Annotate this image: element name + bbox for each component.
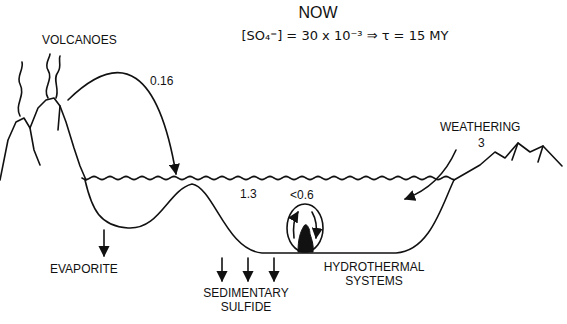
volcanic-flux-arrow [68, 73, 176, 174]
flux-number: 1.3 [240, 187, 257, 201]
source-label: VOLCANOES [42, 33, 117, 47]
sea-surface [82, 176, 454, 179]
volcano-ridge [30, 128, 40, 165]
sulfide-arrow [221, 258, 223, 281]
sink-label: HYDROTHERMAL SYSTEMS [318, 260, 430, 289]
volcano-smoke [46, 54, 50, 98]
flux-number: 0.16 [150, 74, 173, 88]
diagram-title: NOW [298, 3, 337, 22]
volcano-smoke [18, 62, 22, 116]
sink-label: SEDIMENTARY SULFIDE [194, 286, 298, 315]
hydrothermal-plume [298, 225, 313, 252]
hydrothermal-oval [287, 204, 323, 252]
volcano-outline [0, 98, 86, 180]
volcano-smoke [56, 56, 60, 98]
flux-number: 3 [478, 136, 485, 150]
hydrothermal-arrow [312, 212, 317, 238]
evaporite-arrow [103, 230, 105, 256]
volcano-ridge [58, 106, 60, 130]
weathering-flux-arrow [405, 150, 456, 199]
sulfide-arrow [247, 258, 249, 281]
concentration-formula: [SO₄⁼] = 30 x 10⁻³ ⇒ τ = 15 MY [242, 28, 449, 44]
mountain-ridge [512, 143, 543, 162]
sink-label: EVAPORITE [50, 262, 118, 276]
ocean-basin [85, 180, 454, 253]
mountains [454, 143, 562, 180]
source-label: WEATHERING [440, 120, 520, 134]
hydrothermal-arrow [294, 212, 299, 238]
flux-number: <0.6 [290, 188, 314, 202]
sulfide-arrow [273, 258, 275, 281]
